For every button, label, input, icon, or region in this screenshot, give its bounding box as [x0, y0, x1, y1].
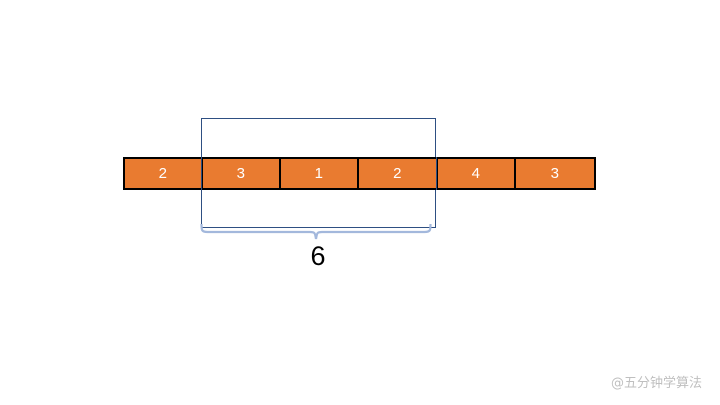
array-cell-value: 1: [314, 165, 324, 182]
array-cell[interactable]: 2: [125, 159, 203, 188]
array-bar: 2 3 1 2 4 3: [123, 157, 596, 190]
array-cell-value: 3: [236, 165, 246, 182]
window-sum-brace: [200, 223, 432, 240]
array-cell-value: 2: [158, 165, 168, 182]
sliding-window-right-edge: [436, 157, 437, 190]
array-cell[interactable]: 1: [281, 159, 359, 188]
array-cell-value: 2: [393, 165, 402, 182]
array-cell[interactable]: 3: [203, 159, 281, 188]
array-cell[interactable]: 3: [516, 159, 594, 188]
array-cell[interactable]: 2: [359, 159, 438, 188]
sliding-window-left-edge: [201, 157, 202, 190]
array-cell[interactable]: 4: [438, 159, 516, 188]
array-cell-value: 3: [550, 165, 560, 182]
array-cell-value: 4: [471, 165, 481, 182]
watermark: @五分钟学算法: [610, 376, 702, 391]
window-sum-label: 6: [310, 241, 326, 271]
